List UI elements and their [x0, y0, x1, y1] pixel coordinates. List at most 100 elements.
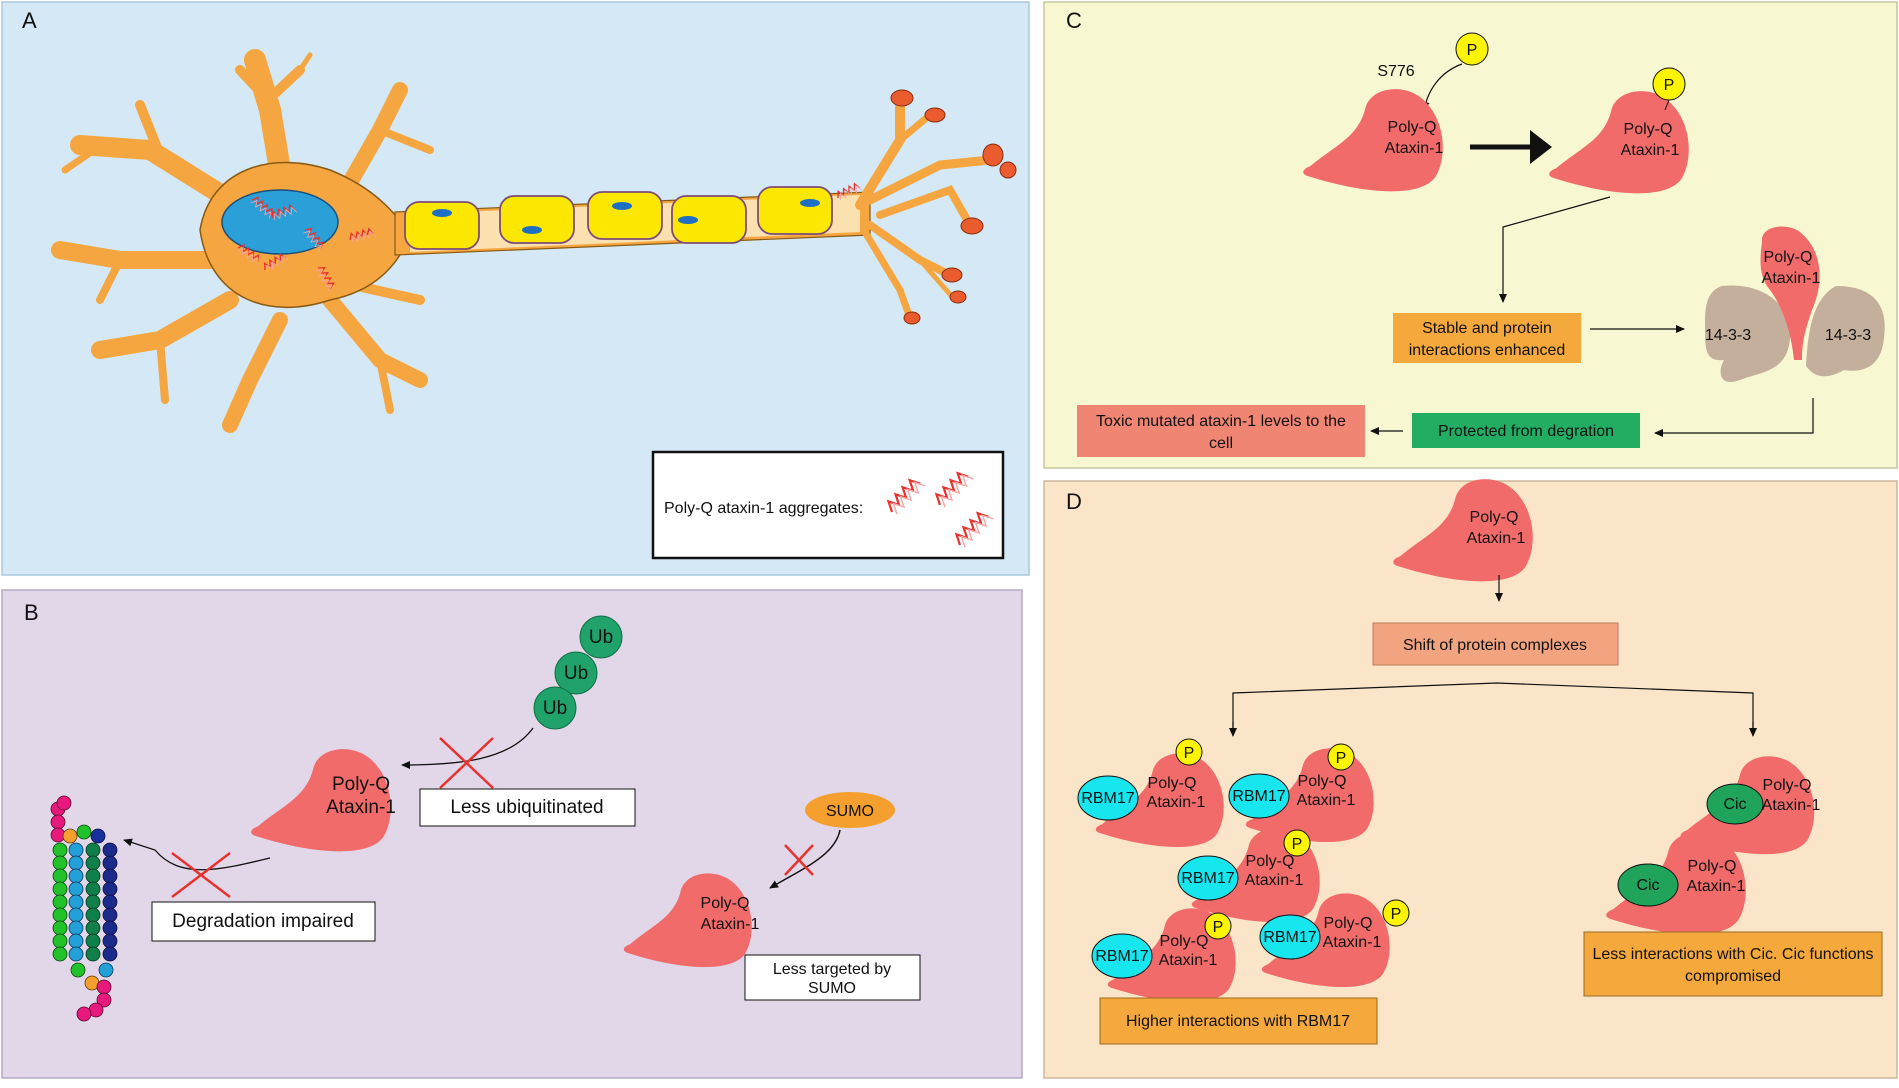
polyq-label: Poly-Q	[1763, 777, 1812, 794]
higher-interactions-label: Higher interactions with RBM17	[1126, 1013, 1350, 1030]
less-ubiquitinated-box	[419, 788, 636, 827]
synaptic-boutons	[890, 89, 1017, 325]
panel-a: A	[1, 1, 1030, 576]
branch-lines	[1232, 682, 1754, 735]
ataxin1-label: Ataxin-1	[1147, 794, 1206, 811]
rbm17-complex: P RBM17 Poly-Q Ataxin-1	[1077, 738, 1224, 848]
phosphate-label: P	[1184, 745, 1195, 762]
14-3-3-label-left: 14-3-3	[1705, 327, 1751, 344]
less-targeted-label-line1: Less targeted by	[773, 961, 891, 978]
ubiquitination-blocked-cross	[439, 737, 494, 789]
phosphate-label: P	[1336, 750, 1347, 767]
toxic-levels-box	[1077, 405, 1365, 457]
phosphate-bond	[1664, 99, 1670, 111]
phosphate-group	[1382, 899, 1410, 927]
rbm17-protein	[1091, 933, 1153, 979]
myelin-sheaths	[404, 186, 833, 250]
higher-interactions-box	[1099, 997, 1378, 1045]
ataxin1-label: Ataxin-1	[1467, 530, 1526, 547]
sumoylation-blocked-cross	[784, 844, 814, 876]
less-targeted-label-line2: SUMO	[808, 980, 856, 997]
14-3-3-subunit-left	[1704, 285, 1791, 382]
phosphate-label: P	[1467, 42, 1478, 59]
ataxin1-label: Ataxin-1	[701, 916, 760, 933]
ataxin1-label: Ataxin-1	[1385, 140, 1444, 157]
aggregate-legend-label: Poly-Q ataxin-1 aggregates:	[664, 500, 863, 517]
panel-c: C P S776 Poly-Q Ataxin-1 P Poly-Q Ataxin…	[1043, 1, 1898, 469]
rbm17-complex: P RBM17 Poly-Q Ataxin-1	[1091, 908, 1236, 1003]
rbm17-label: RBM17	[1232, 788, 1285, 805]
ubiquitin	[579, 615, 623, 659]
myelin-sheath	[404, 201, 480, 250]
ubiquitin	[533, 686, 577, 730]
myelin-sheath	[757, 186, 833, 235]
shift-complexes-label: Shift of protein complexes	[1403, 637, 1587, 654]
polyq-label: Poly-Q	[1298, 773, 1347, 790]
schwann-nucleus	[678, 216, 698, 224]
myelin-sheath	[671, 195, 747, 244]
polyq-label: Poly-Q	[701, 895, 750, 912]
ataxin1-label: Ataxin-1	[1323, 934, 1382, 951]
rbm17-protein	[1077, 775, 1139, 821]
myelin-sheath	[587, 191, 663, 240]
less-interactions-box	[1583, 931, 1883, 997]
rbm17-label: RBM17	[1081, 790, 1134, 807]
ubiquitin-label: Ub	[589, 627, 613, 648]
sumoylation-arrow	[769, 829, 841, 889]
sumo-label: SUMO	[826, 803, 874, 820]
less-ubiquitinated-label: Less ubiquitinated	[450, 797, 603, 818]
phosphate-label: P	[1213, 919, 1224, 936]
protection-arrow	[1654, 398, 1814, 437]
phosphate-group	[1204, 912, 1232, 940]
schwann-nucleus	[522, 226, 542, 234]
ubiquitin-label: Ub	[543, 698, 567, 719]
less-targeted-box	[744, 954, 921, 1001]
rbm17-protein	[1228, 773, 1290, 819]
polyq-label: Poly-Q	[1624, 121, 1673, 138]
ataxin1-label: Ataxin-1	[1159, 952, 1218, 969]
degradation-impaired-label: Degradation impaired	[172, 911, 354, 932]
cic-protein	[1617, 863, 1679, 907]
polyq-label: Poly-Q	[1688, 858, 1737, 875]
schwann-nucleus	[800, 199, 820, 207]
polyq-label: Poly-Q	[1470, 509, 1519, 526]
phosphate-group	[1327, 743, 1355, 771]
rbm17-label: RBM17	[1263, 929, 1316, 946]
ataxin1-label: Ataxin-1	[1245, 872, 1304, 889]
phosphate-group	[1455, 32, 1489, 66]
complex-14-3-3: 14-3-3 14-3-3 Poly-Q Ataxin-1	[1704, 226, 1885, 382]
panel-d: D Poly-Q Ataxin-1 Shift of protein compl…	[1043, 479, 1898, 1079]
rbm17-protein	[1259, 914, 1321, 960]
phosphorylation-transition-arrowhead	[1530, 130, 1552, 164]
polyq-label: Poly-Q	[1764, 249, 1813, 266]
axon-terminals	[855, 90, 995, 322]
panel-c-background	[1043, 1, 1898, 469]
phosphate-group	[1175, 738, 1203, 766]
enhancement-arrow	[1499, 196, 1611, 303]
ataxin1-label: Ataxin-1	[1762, 797, 1821, 814]
ubiquitination-arrow	[401, 727, 534, 769]
polyq-label: Poly-Q	[1324, 915, 1373, 932]
panel-d-letter: D	[1066, 489, 1082, 514]
rbm17-complex: P RBM17 Poly-Q Ataxin-1	[1177, 828, 1320, 923]
ubiquitin	[554, 651, 598, 695]
polyq-label: Poly-Q	[1148, 775, 1197, 792]
ubiquitin-label: Ub	[564, 663, 588, 684]
phosphate-label: P	[1292, 836, 1303, 853]
panel-b: B Ub Ub Ub Poly-Q Ataxin-1 Less ubiquiti…	[1, 589, 1023, 1079]
rbm17-protein	[1177, 855, 1239, 901]
toxic-levels-label-line2: cell	[1209, 435, 1233, 452]
polyq-label: Poly-Q	[1388, 119, 1437, 136]
cic-complex: Cic Poly-Q Ataxin-1	[1680, 756, 1821, 855]
phosphosite-label: S776	[1377, 63, 1414, 80]
rbm17-label: RBM17	[1095, 948, 1148, 965]
phosphate-group	[1283, 829, 1311, 857]
panel-c-letter: C	[1066, 8, 1082, 33]
neuron-nucleus	[221, 189, 339, 255]
proteasome-cap-bottom	[76, 979, 112, 1022]
protected-box	[1412, 413, 1640, 448]
polyq-label: Poly-Q	[1160, 933, 1209, 950]
myelin-sheath	[499, 195, 575, 244]
proteasome-core	[52, 842, 118, 962]
